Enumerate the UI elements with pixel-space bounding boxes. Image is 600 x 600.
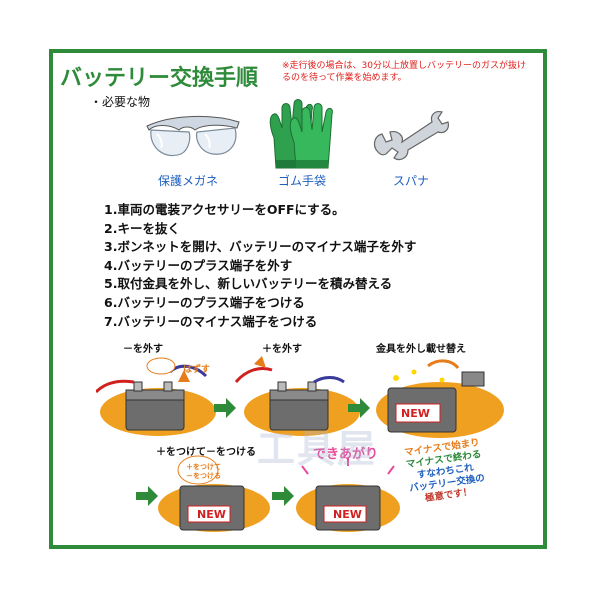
tool-label-wrench: スパナ — [392, 174, 429, 188]
label-new-2: NEW — [197, 508, 226, 521]
rubber-gloves-icon — [269, 99, 333, 169]
procedure-steps: 1.車両の電装アクセサリーをOFFにする。 2.キーを抜く 3.ボンネットを開け… — [104, 201, 416, 331]
step-item: 3.ボンネットを開け、バッテリーのマイナス端子を外す — [104, 239, 417, 255]
caption-minus-off: －を外す — [123, 344, 163, 355]
label-plus-attach-2: －をつける — [186, 472, 221, 480]
step-item: 6.バッテリーのプラス端子をつける — [104, 294, 305, 310]
caption-swap: 金具を外し載せ替え — [376, 344, 466, 355]
caption-attach: ＋をつけて－をつける — [156, 447, 256, 458]
label-new-3: NEW — [333, 508, 362, 521]
label-new-1: NEW — [401, 407, 430, 420]
tool-label-glasses: 保護メガネ — [157, 174, 218, 188]
illustration-row-2 — [136, 455, 400, 532]
required-items-heading: ・必要な物 — [90, 95, 151, 109]
caption-plus-off: ＋を外す — [262, 344, 302, 355]
step-item: 5.取付金具を外し、新しいバッテリーを積み替える — [104, 276, 393, 292]
wrench-icon — [373, 111, 449, 161]
tool-label-gloves: ゴム手袋 — [277, 174, 326, 188]
step-item: 4.バッテリーのプラス端子を外す — [104, 257, 293, 273]
safety-glasses-icon — [146, 115, 240, 157]
page-title: バッテリー交換手順 — [60, 66, 259, 91]
watermark: 工具屋 — [257, 427, 378, 471]
illustration-row-1 — [96, 356, 504, 438]
tip-badge: マイナスで始まり マイナスで終わる すなわちこれ バッテリー交換の 極意です！ — [403, 437, 486, 505]
caution-note: ※走行後の場合は、30分以上放置しバッテリーのガスが抜けるのを待って作業を始めま… — [282, 61, 526, 83]
step-item: 7.バッテリーのマイナス端子をつける — [104, 313, 318, 329]
label-hazusu: はずす — [183, 365, 211, 375]
step-item: 2.キーを抜く — [104, 220, 180, 236]
label-plus-attach-1: ＋をつけて — [186, 463, 221, 471]
done-label: できあがり — [313, 447, 379, 462]
step-item: 1.車両の電装アクセサリーをOFFにする。 — [104, 202, 345, 217]
